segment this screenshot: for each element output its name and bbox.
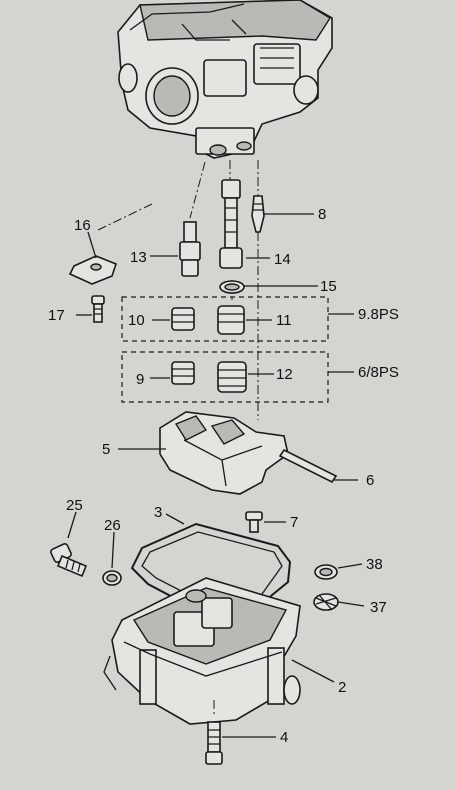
callout-7: 7 — [290, 514, 298, 531]
part-14-main-nozzle — [219, 179, 243, 269]
part-16-plate — [68, 255, 117, 285]
part-8-float-needle — [251, 195, 265, 233]
part-25-drain-screw — [50, 543, 88, 578]
callout-11: 11 — [276, 312, 292, 329]
callout-16: 16 — [74, 217, 91, 234]
part-37-filter — [313, 593, 339, 611]
callout-17: 17 — [48, 307, 65, 324]
group-label-upper: 9.8PS — [358, 306, 399, 323]
o-ring-hole — [224, 283, 240, 291]
part-12-emulsion-plug — [217, 361, 247, 393]
group-box-upper — [121, 296, 329, 342]
o-ring-38-hole — [319, 567, 333, 577]
leader-lines — [67, 213, 365, 738]
callout-14: 14 — [274, 251, 291, 268]
part-13-pilot-jet — [179, 221, 201, 277]
part-7-screw — [245, 511, 263, 533]
part-17-screw — [91, 295, 105, 323]
callout-9: 9 — [136, 371, 144, 388]
part-6-float-pin — [278, 448, 338, 484]
callout-3: 3 — [154, 504, 162, 521]
callout-13: 13 — [130, 249, 147, 266]
part-4-screw — [205, 700, 223, 765]
callout-38: 38 — [366, 556, 383, 573]
carburetor-body — [117, 0, 333, 159]
part-2-float-bowl — [103, 577, 301, 725]
callout-25: 25 — [66, 497, 83, 514]
part-10-main-jet — [171, 307, 195, 331]
callout-4: 4 — [280, 729, 288, 746]
callout-2: 2 — [338, 679, 346, 696]
group-label-lower: 6/8PS — [358, 364, 399, 381]
callout-5: 5 — [102, 441, 110, 458]
part-9-main-jet — [171, 361, 195, 385]
callout-10: 10 — [128, 312, 145, 329]
callout-8: 8 — [318, 206, 326, 223]
callout-6: 6 — [366, 472, 374, 489]
callout-26: 26 — [104, 517, 121, 534]
callout-12: 12 — [276, 366, 293, 383]
callout-15: 15 — [320, 278, 337, 295]
washer-hole — [106, 573, 118, 583]
part-5-float — [159, 411, 289, 495]
callout-37: 37 — [370, 599, 387, 616]
part-11-emulsion-plug — [217, 305, 245, 335]
group-box-lower — [121, 351, 329, 403]
